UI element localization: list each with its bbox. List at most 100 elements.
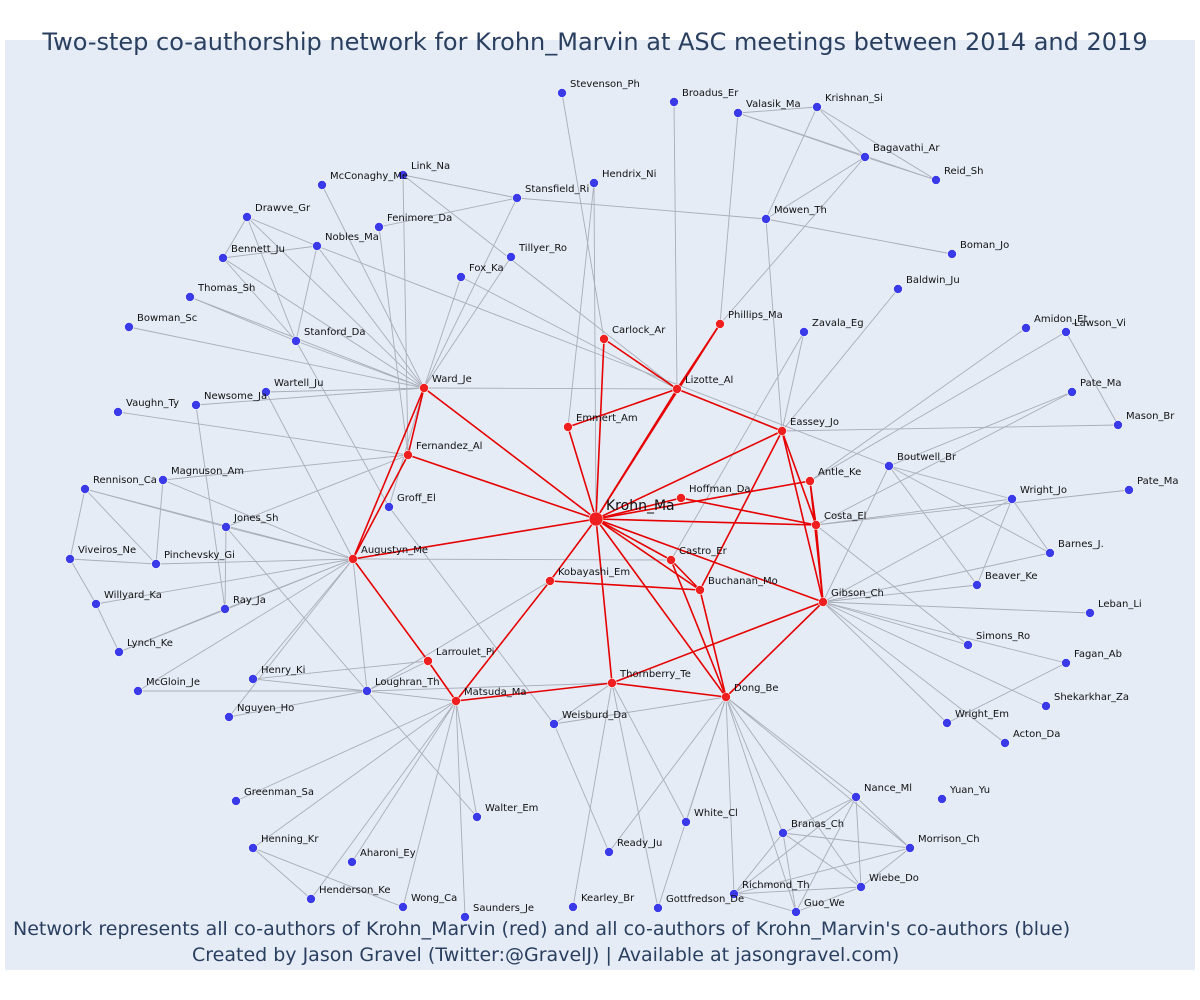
node-costa-el[interactable] xyxy=(811,520,821,530)
node-valasik-ma[interactable] xyxy=(733,108,743,118)
node-magnuson-am[interactable] xyxy=(158,475,168,485)
node-fernandez-al[interactable] xyxy=(403,450,413,460)
node-pate-ma2[interactable] xyxy=(1124,485,1134,495)
node-white-cl[interactable] xyxy=(681,817,691,827)
node-mowen-th[interactable] xyxy=(761,214,771,224)
node-ready-ju[interactable] xyxy=(604,847,614,857)
node-castro-er[interactable] xyxy=(666,555,676,565)
node-thornberry-te[interactable] xyxy=(607,678,617,688)
node-boman-jo[interactable] xyxy=(947,249,957,259)
node-krishnan-si[interactable] xyxy=(812,102,822,112)
node-barnes-j[interactable] xyxy=(1045,548,1055,558)
node-willyard-ka[interactable] xyxy=(91,599,101,609)
node-weisburd-da[interactable] xyxy=(549,719,559,729)
node-beaver-ke[interactable] xyxy=(972,580,982,590)
node-bagavathi-ar[interactable] xyxy=(860,152,870,162)
node-krohn-ma[interactable] xyxy=(588,511,604,527)
node-wong-ca[interactable] xyxy=(398,902,408,912)
node-hendrix-ni[interactable] xyxy=(589,178,599,188)
node-saunders-je[interactable] xyxy=(460,912,470,922)
node-wright-jo[interactable] xyxy=(1007,494,1017,504)
node-kobayashi-em[interactable] xyxy=(545,576,555,586)
node-label-phillips-ma: Phillips_Ma xyxy=(728,310,783,321)
node-zavala-eg[interactable] xyxy=(799,327,809,337)
node-mcgloin-je[interactable] xyxy=(133,686,143,696)
node-fox-ka[interactable] xyxy=(456,272,466,282)
node-lizotte-al[interactable] xyxy=(672,384,682,394)
node-henry-ki[interactable] xyxy=(248,674,258,684)
node-vaughn-ty[interactable] xyxy=(113,407,123,417)
node-walter-em[interactable] xyxy=(472,812,482,822)
node-tillyer-ro[interactable] xyxy=(506,252,516,262)
node-bennett-ju[interactable] xyxy=(218,253,228,263)
node-wright-em[interactable] xyxy=(942,718,952,728)
node-gibson-ch[interactable] xyxy=(818,597,828,607)
node-acton-da[interactable] xyxy=(1000,738,1010,748)
node-eassey-jo[interactable] xyxy=(777,426,787,436)
node-pinchevsky-gi[interactable] xyxy=(151,559,161,569)
node-boutwell-br[interactable] xyxy=(884,461,894,471)
node-thomas-sh[interactable] xyxy=(185,292,195,302)
node-loughran-th[interactable] xyxy=(362,686,372,696)
node-ward-je[interactable] xyxy=(419,383,429,393)
node-label-wright-jo: Wright_Jo xyxy=(1020,485,1067,496)
node-fenimore-da[interactable] xyxy=(374,222,384,232)
node-dong-be[interactable] xyxy=(721,692,731,702)
edge-jones-sh-fernandez-al xyxy=(225,454,409,528)
node-amidon-et[interactable] xyxy=(1021,323,1031,333)
node-antle-ke[interactable] xyxy=(805,476,815,486)
node-mason-br[interactable] xyxy=(1113,420,1123,430)
node-matsuda-ma[interactable] xyxy=(451,696,461,706)
node-groff-el[interactable] xyxy=(384,502,394,512)
node-morrison-ch[interactable] xyxy=(905,843,915,853)
node-richmond-th[interactable] xyxy=(729,889,739,899)
node-shekarkhar-za[interactable] xyxy=(1041,701,1051,711)
node-drawve-gr[interactable] xyxy=(242,212,252,222)
node-rennison-ca[interactable] xyxy=(80,484,90,494)
node-label-wiebe-do: Wiebe_Do xyxy=(869,873,919,884)
node-kearley-br[interactable] xyxy=(568,902,578,912)
node-nance-ml[interactable] xyxy=(851,792,861,802)
node-gottfredson-de[interactable] xyxy=(653,903,663,913)
edge-stansfield-ri-fenimore-da xyxy=(378,197,518,228)
node-viveiros-ne[interactable] xyxy=(65,554,75,564)
node-aharoni-ey[interactable] xyxy=(347,857,357,867)
node-buchanan-mo[interactable] xyxy=(695,585,705,595)
node-link-na[interactable] xyxy=(398,170,408,180)
node-stevenson-ph[interactable] xyxy=(557,88,567,98)
node-wiebe-do[interactable] xyxy=(856,882,866,892)
node-augustyn-me[interactable] xyxy=(348,554,358,564)
node-henderson-ke[interactable] xyxy=(306,894,316,904)
node-simons-ro[interactable] xyxy=(963,640,973,650)
node-lynch-ke[interactable] xyxy=(114,647,124,657)
node-yuan-yu[interactable] xyxy=(937,794,947,804)
node-wartell-ju[interactable] xyxy=(261,387,271,397)
node-broadus-er[interactable] xyxy=(669,97,679,107)
node-jones-sh[interactable] xyxy=(221,522,231,532)
edge-pate-ma-boutwell-br xyxy=(888,391,1073,467)
node-carlock-ar[interactable] xyxy=(599,334,609,344)
node-nobles-ma[interactable] xyxy=(312,241,322,251)
node-label-rennison-ca: Rennison_Ca xyxy=(93,475,157,486)
node-lawson-vi[interactable] xyxy=(1061,327,1071,337)
node-greenman-sa[interactable] xyxy=(231,796,241,806)
node-guo-we[interactable] xyxy=(791,907,801,917)
node-stansfield-ri[interactable] xyxy=(512,193,522,203)
node-newsome-ja[interactable] xyxy=(191,400,201,410)
node-henning-kr[interactable] xyxy=(248,843,258,853)
node-phillips-ma[interactable] xyxy=(715,319,725,329)
node-mcconaghy-me[interactable] xyxy=(317,180,327,190)
node-hoffman-da[interactable] xyxy=(676,493,686,503)
node-ray-ja[interactable] xyxy=(220,604,230,614)
node-larroulet-pi[interactable] xyxy=(423,656,433,666)
node-reid-sh[interactable] xyxy=(931,175,941,185)
node-nguyen-ho[interactable] xyxy=(224,712,234,722)
node-emmert-am[interactable] xyxy=(563,422,573,432)
node-stanford-da[interactable] xyxy=(291,336,301,346)
node-pate-ma[interactable] xyxy=(1067,387,1077,397)
node-leban-li[interactable] xyxy=(1085,608,1095,618)
node-fagan-ab[interactable] xyxy=(1061,658,1071,668)
node-baldwin-ju[interactable] xyxy=(893,284,903,294)
node-branas-ch[interactable] xyxy=(778,828,788,838)
node-bowman-sc[interactable] xyxy=(124,322,134,332)
